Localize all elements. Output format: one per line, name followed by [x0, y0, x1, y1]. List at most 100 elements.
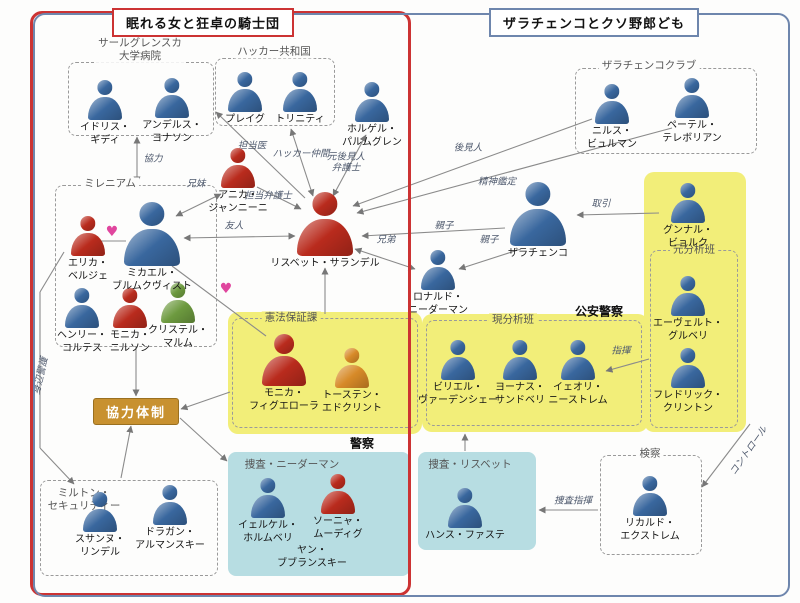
person-name-fredrik-clinton: フレドリック・ クリントン — [653, 390, 723, 414]
person-body-monika-nilsson — [113, 304, 147, 328]
person-body-hans-faste — [448, 504, 482, 528]
group-milton-security — [40, 480, 218, 576]
person-name-peter-teleborian: ペーテル・ テレボリアン — [662, 120, 722, 144]
person-head-birger-wadensjoe — [450, 340, 466, 356]
person-head-georg-nystroem — [570, 340, 586, 356]
person-name-erika-berger: エリカ・ ベルジェ — [68, 258, 108, 282]
person-icon-jerker-holmberg — [251, 478, 285, 518]
person-body-trinity — [283, 88, 317, 112]
person-body-christer-malm — [161, 299, 195, 323]
person-icon-evert-gullberg — [671, 276, 705, 316]
person-name-sonja-modig: ソーニャ・ ムーディグ — [313, 516, 363, 540]
group-label-zalachenko-club: ザラチェンコクラブ — [598, 59, 700, 73]
person-name-birger-wadensjoe: ビリエル・ ヴァーデンシェー — [418, 382, 498, 406]
group-label-kensatsu: 検察 — [636, 447, 664, 461]
person-head-anders-jonasson — [164, 78, 180, 94]
edge-moto-koken — [332, 134, 367, 197]
person-body-georg-nystroem — [561, 356, 595, 380]
edge-yujin — [183, 232, 296, 242]
edge-tanto-i — [215, 111, 306, 199]
person-name-holger-palmgren: ホルゲル・ パルムグレン — [342, 124, 402, 148]
edge-oyako-lisbeth — [361, 227, 506, 240]
person-icon-holger-palmgren — [355, 82, 389, 122]
person-name-jan-bublanski: ヤン・ ブブランスキー — [277, 545, 347, 569]
edge-label-tanto-bengoshi: 担当弁護士 — [244, 190, 292, 202]
group-sosa-lisbeth — [418, 452, 536, 550]
person-head-ronald-niedermann — [430, 250, 446, 266]
person-icon-trinity — [283, 72, 317, 112]
person-head-zalachenko — [525, 182, 551, 207]
person-head-gunnar-bjorck — [680, 183, 696, 199]
edge-label-shiki: 指揮 — [611, 345, 631, 357]
person-body-anders-jonasson — [155, 94, 189, 118]
edge-guard-3 — [39, 447, 75, 485]
person-icon-hans-faste — [448, 488, 482, 528]
person-head-trinity — [292, 72, 308, 88]
edge-mikael-figuerola — [171, 265, 267, 337]
person-icon-jonas-sandberg — [503, 340, 537, 380]
group-label-sosa-lisbeth: 捜査・リスベット — [428, 458, 512, 471]
person-icon-henry-cortez — [65, 288, 99, 328]
edge-shiki — [605, 358, 650, 373]
person-name-hans-faste: ハンス・ファステ — [425, 530, 505, 541]
person-body-plague — [228, 88, 262, 112]
person-body-lisbeth-salander — [297, 218, 353, 256]
edge-label-yujin: 友人 — [224, 220, 244, 232]
person-icon-georg-nystroem — [561, 340, 595, 380]
person-body-nils-bjurman — [595, 100, 629, 124]
bold-label-keisatsu: 警察 — [349, 436, 375, 451]
group-label-hacker-republic: ハッカー共和国 — [234, 45, 314, 59]
person-body-jonas-sandberg — [503, 356, 537, 380]
person-body-monica-figuerola — [262, 355, 306, 386]
bold-label-koan-keisatsu: 公安警察 — [574, 304, 624, 319]
group-label-millennium: ミレニアム — [81, 177, 139, 191]
person-head-peter-teleborian — [684, 78, 700, 94]
person-name-jerker-holmberg: イェルケル・ ホルムベリ — [238, 520, 298, 544]
person-body-fredrik-clinton — [671, 364, 705, 388]
person-icon-mikael-blomkvist — [124, 202, 180, 266]
person-name-monica-figuerola: モニカ・ フィグエローラ — [249, 388, 319, 412]
edge-control — [701, 423, 751, 488]
person-icon-gunnar-bjorck — [671, 183, 705, 223]
group-kenpo-hosho — [232, 318, 418, 428]
person-head-plague — [237, 72, 253, 88]
person-head-lisbeth-salander — [312, 192, 338, 217]
person-name-ronald-niedermann: ロナルド・ ニーダーマン — [408, 292, 468, 316]
person-name-annika-giannini: アニカ・ ジャンニーニ — [208, 190, 268, 214]
person-body-evert-gullberg — [671, 292, 705, 316]
person-head-sonja-modig — [330, 474, 346, 490]
person-name-evert-gullberg: エーヴェルト・ グルベリ — [653, 318, 723, 342]
person-head-idris-ghidi — [97, 80, 113, 96]
person-name-monika-nilsson: モニカ・ ニルソン — [110, 330, 150, 354]
person-head-jonas-sandberg — [512, 340, 528, 356]
heart-icon-1: ♥ — [105, 224, 119, 240]
person-head-fredrik-clinton — [680, 348, 696, 364]
person-name-christer-malm: クリステル・ マルム — [148, 325, 208, 349]
edge-label-kyodai-bro: 兄弟 — [376, 234, 396, 246]
person-head-hans-faste — [457, 488, 473, 504]
group-label-kenpo-hosho: 憲法保証課 — [261, 311, 321, 325]
person-icon-rikard-ekstroem — [633, 476, 667, 516]
person-name-henry-cortez: ヘンリー・ コルテス — [57, 330, 107, 354]
edge-milton-banner — [120, 425, 134, 479]
person-head-christer-malm — [170, 283, 186, 299]
person-icon-zalachenko — [510, 182, 566, 246]
person-body-rikard-ekstroem — [633, 492, 667, 516]
person-name-jonas-sandberg: ヨーナス・ サンドベリ — [495, 382, 545, 406]
person-head-annika-giannini — [230, 148, 246, 164]
edge-hacker-nakama — [289, 128, 315, 197]
edge-label-kyodai-sib: 兄妹 — [186, 178, 206, 190]
edge-label-oyako-lisbeth: 親子 — [434, 220, 454, 232]
person-body-holger-palmgren — [355, 98, 389, 122]
person-name-torsten-edklinth: トーステン・ エドクリント — [322, 390, 382, 414]
person-icon-susanne-linder — [83, 492, 117, 532]
edge-banner-sou — [179, 417, 228, 462]
edge-koken-nin — [352, 118, 593, 208]
person-head-evert-gullberg — [680, 276, 696, 292]
person-name-gunnar-bjorck: グンナル・ ビョルク — [663, 225, 713, 249]
person-body-sonja-modig — [321, 490, 355, 514]
person-icon-sonja-modig — [321, 474, 355, 514]
person-body-susanne-linder — [83, 508, 117, 532]
person-icon-anders-jonasson — [155, 78, 189, 118]
